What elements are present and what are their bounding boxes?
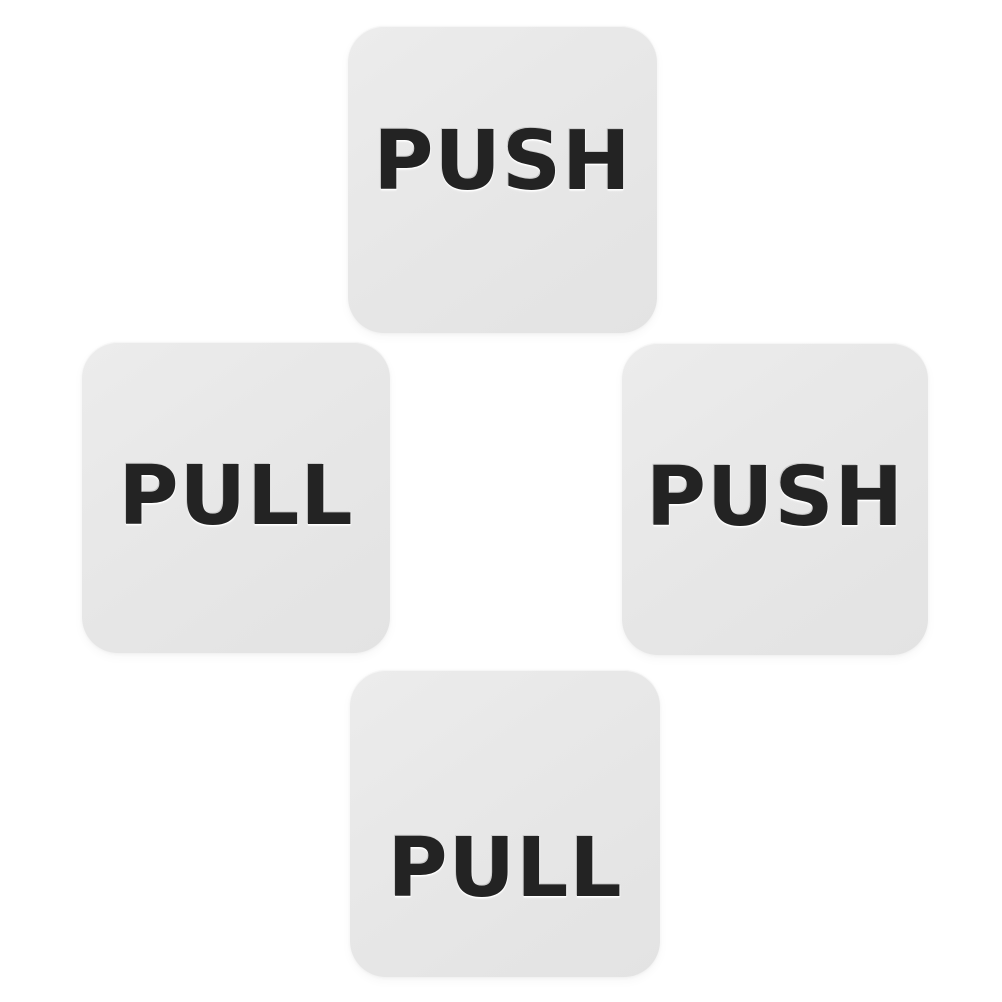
sign-label-push-top: PUSH xyxy=(373,113,632,209)
door-sign-bottom[interactable]: PULL xyxy=(350,670,660,977)
door-sign-top[interactable]: PUSH xyxy=(348,26,657,333)
sign-label-push-right: PUSH xyxy=(645,450,905,545)
door-sign-right[interactable]: PUSH xyxy=(622,343,928,655)
door-sign-left[interactable]: PULL xyxy=(82,342,390,653)
sign-label-pull-bottom: PULL xyxy=(387,820,623,916)
sign-label-pull-left: PULL xyxy=(118,448,354,544)
